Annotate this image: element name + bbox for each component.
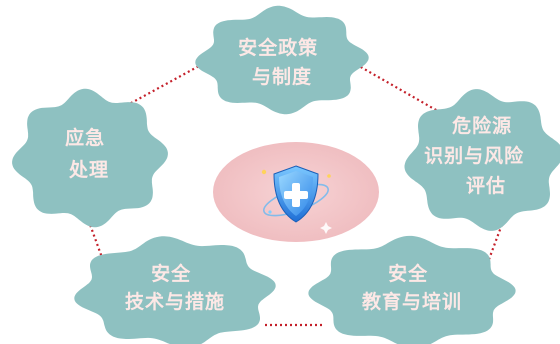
node-education-line-1: 安全 <box>388 262 428 285</box>
node-policy: 安全政策 与制度 <box>195 5 369 115</box>
connector-policy-hazard <box>351 61 451 119</box>
node-hazard: 危险源 识别与风险 评估 <box>404 89 560 231</box>
node-hazard-line-3: 评估 <box>466 174 506 197</box>
node-emergency-line-2: 处理 <box>68 158 109 181</box>
node-policy-line-2: 与制度 <box>252 65 312 88</box>
svg-text:安全政策 与制度: 安全政策 与制度 <box>238 36 326 88</box>
node-technology-line-2: 技术与措施 <box>125 290 225 313</box>
cloud-shape <box>404 89 560 231</box>
svg-text:安全 技术与措施: 安全 技术与措施 <box>125 262 225 313</box>
cloud-shape <box>12 88 168 228</box>
shield-plus-icon <box>261 165 332 234</box>
cloud-shape <box>195 5 369 115</box>
node-hazard-line-2: 识别与风险 <box>424 144 524 167</box>
node-emergency: 应急 处理 <box>12 88 168 228</box>
cloud-shape <box>308 235 516 344</box>
node-education-line-2: 教育与培训 <box>362 290 462 313</box>
svg-text:应急 处理: 应急 处理 <box>65 126 113 181</box>
node-technology: 安全 技术与措施 <box>74 236 276 344</box>
node-technology-line-1: 安全 <box>151 262 191 285</box>
svg-text:危险源 识别与风险 评估: 危险源 识别与风险 评估 <box>424 114 532 197</box>
node-education: 安全 教育与培训 <box>308 235 516 344</box>
cloud-shape <box>74 236 276 344</box>
svg-text:安全 教育与培训: 安全 教育与培训 <box>362 262 462 313</box>
node-hazard-line-1: 危险源 <box>452 114 512 137</box>
connector-emergency-policy <box>121 59 211 109</box>
node-policy-line-1: 安全政策 <box>238 36 318 59</box>
node-emergency-line-1: 应急 <box>65 126 105 149</box>
center-hub <box>213 142 379 242</box>
